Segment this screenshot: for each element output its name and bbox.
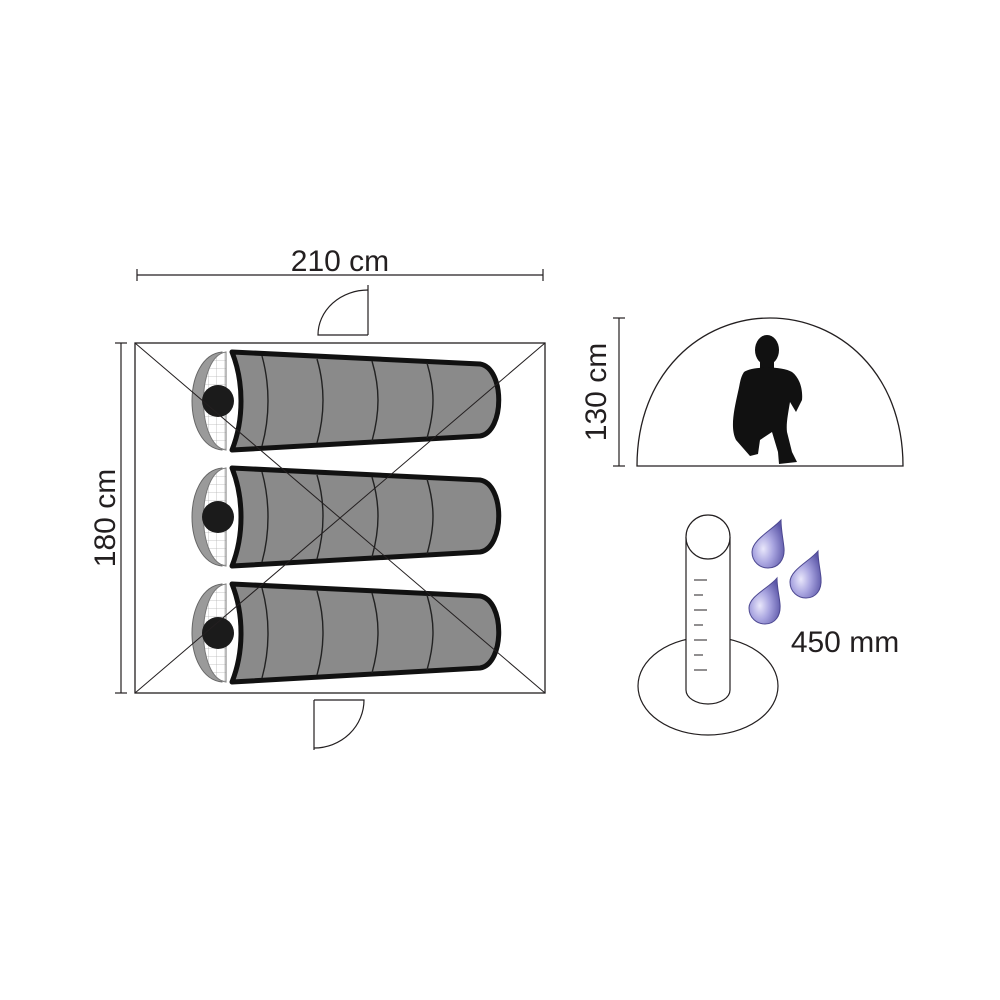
door-bottom-icon [313,699,365,750]
water-drop-icon [748,576,781,625]
water-drop-icon [751,518,785,569]
person-silhouette-icon [732,335,803,464]
door-top-icon [317,285,369,336]
sleeping-bag [191,465,502,569]
sleeping-bag [191,581,502,685]
depth-dimension: 180 cm [89,342,127,694]
depth-label: 180 cm [89,469,122,567]
height-label: 130 cm [580,343,613,441]
sleeper-head-icon [202,385,234,417]
sleeping-bags [191,349,502,685]
sleeper-head-icon [202,501,234,533]
water-column-gauge-icon [637,514,779,736]
tent-poles [134,342,546,694]
sleeper-head-icon [202,617,234,649]
height-dimension: 130 cm [580,317,625,467]
water-column-label: 450 mm [791,626,899,659]
width-dimension: 210 cm [136,245,544,281]
water-drop-icon [789,549,822,599]
width-label: 210 cm [291,245,389,278]
sleeping-bag [191,349,502,453]
